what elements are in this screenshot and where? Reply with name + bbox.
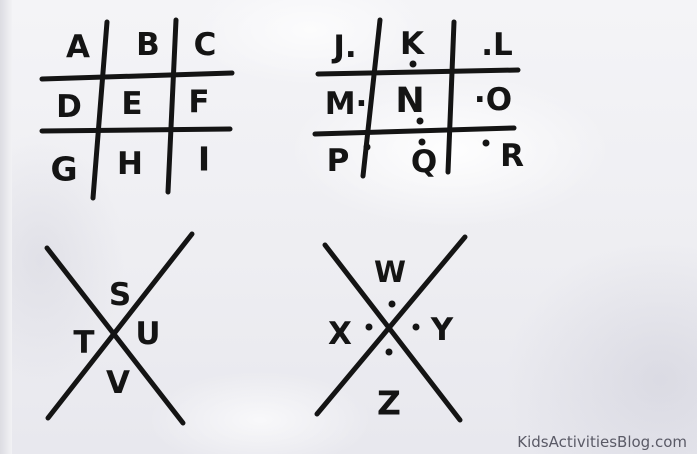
grid-one-line [42,73,232,79]
cipher-letter: Q [411,144,437,180]
cipher-dot [389,301,396,308]
cipher-dot [417,118,424,125]
cipher-dot [410,61,417,68]
cipher-letter: R [500,138,524,174]
grid-one-line [93,22,107,198]
grid-two-line [448,22,454,172]
cipher-letter: Z [377,384,401,423]
cipher-letter: B [136,27,160,63]
cipher-letter: ·O [474,82,512,118]
grid-one-line [42,129,230,131]
cipher-dot [419,139,426,146]
grid-one-line [168,20,176,192]
cipher-letter: W [374,255,406,289]
cipher-letter: A [66,29,90,65]
cipher-letter: P [327,143,350,179]
cipher-letter: G [50,150,77,189]
cipher-letter: F [188,84,209,120]
cipher-dot [386,349,393,356]
cipher-letter: J. [331,29,356,65]
cipher-letter: N [395,81,424,121]
cipher-letter: H [117,146,143,182]
cipher-dot [366,324,373,331]
cipher-dot [364,144,371,151]
watermark-text: KidsActivitiesBlog.com [517,433,687,451]
cipher-dot [413,324,420,331]
cipher-letter: U [135,316,160,352]
cipher-dot [483,140,490,147]
cipher-letter: T [73,325,94,361]
grid-two-line [318,70,518,74]
cipher-letter: V [106,365,130,401]
cipher-letter: S [109,277,131,313]
cipher-letter: Y [430,312,454,348]
cipher-letter: I [198,140,210,179]
cipher-letter: K [400,26,425,62]
cipher-letter: M· [325,86,368,122]
cipher-letter: C [194,27,217,63]
grid-two-line [315,128,514,134]
cipher-letter: E [121,86,142,122]
cipher-letter: .L [481,27,513,63]
cipher-letter: X [328,316,352,352]
cipher-letter: D [56,89,82,125]
